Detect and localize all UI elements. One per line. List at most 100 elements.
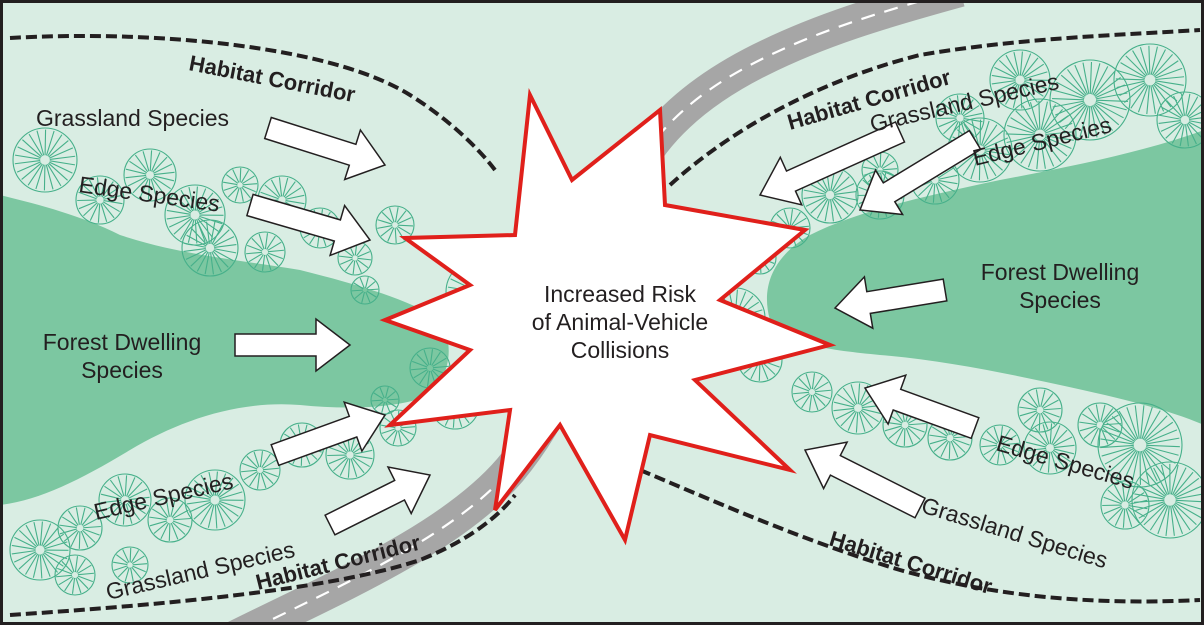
tree-branch [36,130,45,156]
tree-branch [170,522,179,540]
tree-branch [246,251,263,255]
forest-left-label-line1: Forest Dwelling [43,329,202,355]
tree-branch [356,259,369,269]
tree-branch [374,400,384,409]
tree-branch [82,528,100,536]
tree-branch [248,253,263,263]
tree-branch [991,74,1016,80]
tree-branch [344,259,354,272]
tree-branch [1126,507,1140,524]
tree-branch [198,223,209,245]
tree-branch [124,567,130,582]
tree-branch [948,441,951,459]
tree-branch [44,550,68,560]
tree-branch [1188,121,1202,130]
species-arrow [803,441,927,519]
tree-branch [380,226,394,237]
tree-branch [132,177,148,194]
tree-branch [1052,97,1085,101]
tree-branch [338,255,353,259]
tree-branch [191,228,208,246]
tree-branch [1064,104,1087,130]
tree-branch [396,210,407,224]
tree-branch [855,411,859,433]
tree-branch [77,575,94,583]
tree-branch [82,184,98,199]
tree-branch [83,202,98,217]
tree-branch [351,457,365,474]
tree-canopy [181,219,239,277]
tree-branch [328,455,347,465]
tree-branch [432,357,447,367]
tree-branch [1021,84,1031,107]
tree-branch [239,167,242,183]
tree-branch [983,446,998,456]
tree-branch [219,491,243,500]
tree-branch [394,227,397,244]
tree-branch [18,552,38,570]
tree-branch [1165,122,1183,139]
tree-branch [285,200,305,205]
tree-branch [78,191,97,200]
tree-branch [1095,102,1124,119]
tree-canopy [370,385,400,415]
tree-branch [357,257,372,261]
tree-branch [100,499,122,504]
tree-branch [1041,139,1055,167]
tree-branch [1145,446,1179,456]
corridor-line-top-right [668,28,1201,187]
tree-branch [1132,50,1148,76]
species-arrow [863,374,980,440]
tree-branch [983,130,1004,148]
tree-branch [77,564,92,574]
tree-branch [196,251,209,272]
tree-branch [381,401,386,414]
tree-branch [114,503,124,523]
tree-branch [1023,411,1038,424]
tree-branch [49,147,74,159]
tree-branch [364,276,369,289]
tree-branch [776,213,789,227]
tree-branch [798,377,811,391]
tree-branch [1116,69,1145,80]
tree-branch [258,233,265,250]
tree-branch [1173,503,1197,526]
tree-branch [67,510,79,526]
tree-branch [1021,53,1032,77]
tree-branch [1118,410,1138,440]
tree-branch [1036,140,1041,170]
tree-branch [1015,110,1037,132]
tree-branch [1042,410,1060,418]
tree-branch [186,234,207,247]
tree-branch [134,154,149,173]
tree-branch [387,398,399,401]
tree-branch [1131,451,1140,485]
tree-branch [1186,96,1199,117]
tree-branch [78,531,81,549]
tree-branch [1023,82,1044,97]
tree-branch [1102,425,1120,433]
tree-branch [49,155,76,160]
tree-branch [1043,407,1061,411]
tree-branch [1184,124,1189,147]
tree-branch [1115,449,1137,478]
tree-branch [1185,93,1191,116]
tree-branch [1053,436,1073,447]
tree-branch [857,383,861,405]
tree-branch [1155,80,1184,86]
tree-branch [1158,114,1181,120]
tree-branch [1143,415,1168,441]
tree-branch [131,555,145,565]
tree-branch [423,349,430,366]
tree-branch [949,121,959,139]
tree-branch [76,558,86,573]
tree-branch [81,511,94,526]
tree-branch [805,373,812,390]
tree-branch [1175,501,1202,510]
tree-branch [859,410,874,429]
tree-branch [1093,104,1113,131]
tree-branch [938,180,958,185]
tree-branch [413,369,428,379]
